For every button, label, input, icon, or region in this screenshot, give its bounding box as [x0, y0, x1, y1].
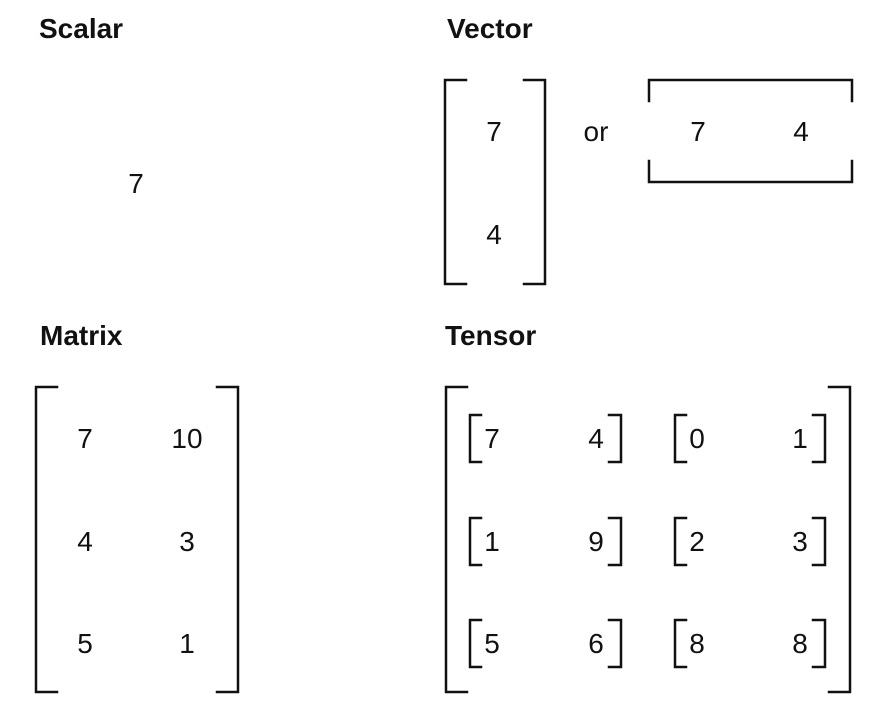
tensor-inner-right-bracket	[607, 618, 623, 669]
tensor-cell: 3	[792, 526, 808, 557]
matrix-left-bracket	[34, 385, 59, 694]
tensor-inner-right-bracket	[607, 516, 623, 567]
tensor-inner-right-bracket	[811, 413, 827, 464]
vector-row-value: 7	[690, 116, 706, 147]
scalar-heading: Scalar	[39, 13, 124, 44]
tensor-inner-left-bracket	[468, 413, 483, 464]
vector-column-right-bracket	[522, 78, 547, 286]
matrix-right-bracket	[215, 385, 240, 694]
tensor-inner-left-bracket	[673, 413, 688, 464]
tensor-cell: 8	[689, 628, 705, 659]
tensor-inner-left-bracket	[468, 516, 483, 567]
tensor-left-bracket	[444, 385, 469, 694]
matrix-cell: 3	[179, 526, 195, 557]
tensor-inner-right-bracket	[811, 516, 827, 567]
tensor-inner-right-bracket	[607, 413, 623, 464]
matrix-cell: 7	[77, 423, 93, 454]
tensor-inner-left-bracket	[673, 618, 688, 669]
vector-column-value: 4	[486, 219, 502, 250]
matrix-cell: 4	[77, 526, 93, 557]
vector-row-bottom-bracket	[647, 159, 854, 184]
tensor-cell: 6	[588, 628, 604, 659]
vector-column-left-bracket	[443, 78, 468, 286]
vector-or-connector: or	[583, 116, 609, 147]
tensor-cell: 4	[588, 423, 604, 454]
tensor-inner-left-bracket	[673, 516, 688, 567]
tensor-inner-right-bracket	[811, 618, 827, 669]
matrix-cell: 5	[77, 628, 93, 659]
matrix-cell: 1	[179, 628, 195, 659]
vector-heading: Vector	[447, 13, 533, 44]
tensor-cell: 2	[689, 526, 705, 557]
tensor-cell: 1	[792, 423, 808, 454]
tensor-cell: 9	[588, 526, 604, 557]
tensor-cell: 1	[484, 526, 500, 557]
tensor-cell: 0	[689, 423, 705, 454]
vector-row-top-bracket	[647, 78, 854, 103]
tensor-cell: 5	[484, 628, 500, 659]
vector-column-value: 7	[486, 116, 502, 147]
tensor-inner-left-bracket	[468, 618, 483, 669]
scalar-value: 7	[128, 168, 144, 199]
tensor-cell: 8	[792, 628, 808, 659]
matrix-heading: Matrix	[40, 320, 123, 351]
tensor-heading: Tensor	[445, 320, 537, 351]
tensor-cell: 7	[484, 423, 500, 454]
vector-row-value: 4	[793, 116, 809, 147]
matrix-cell: 10	[171, 423, 203, 454]
tensor-right-bracket	[827, 385, 852, 694]
